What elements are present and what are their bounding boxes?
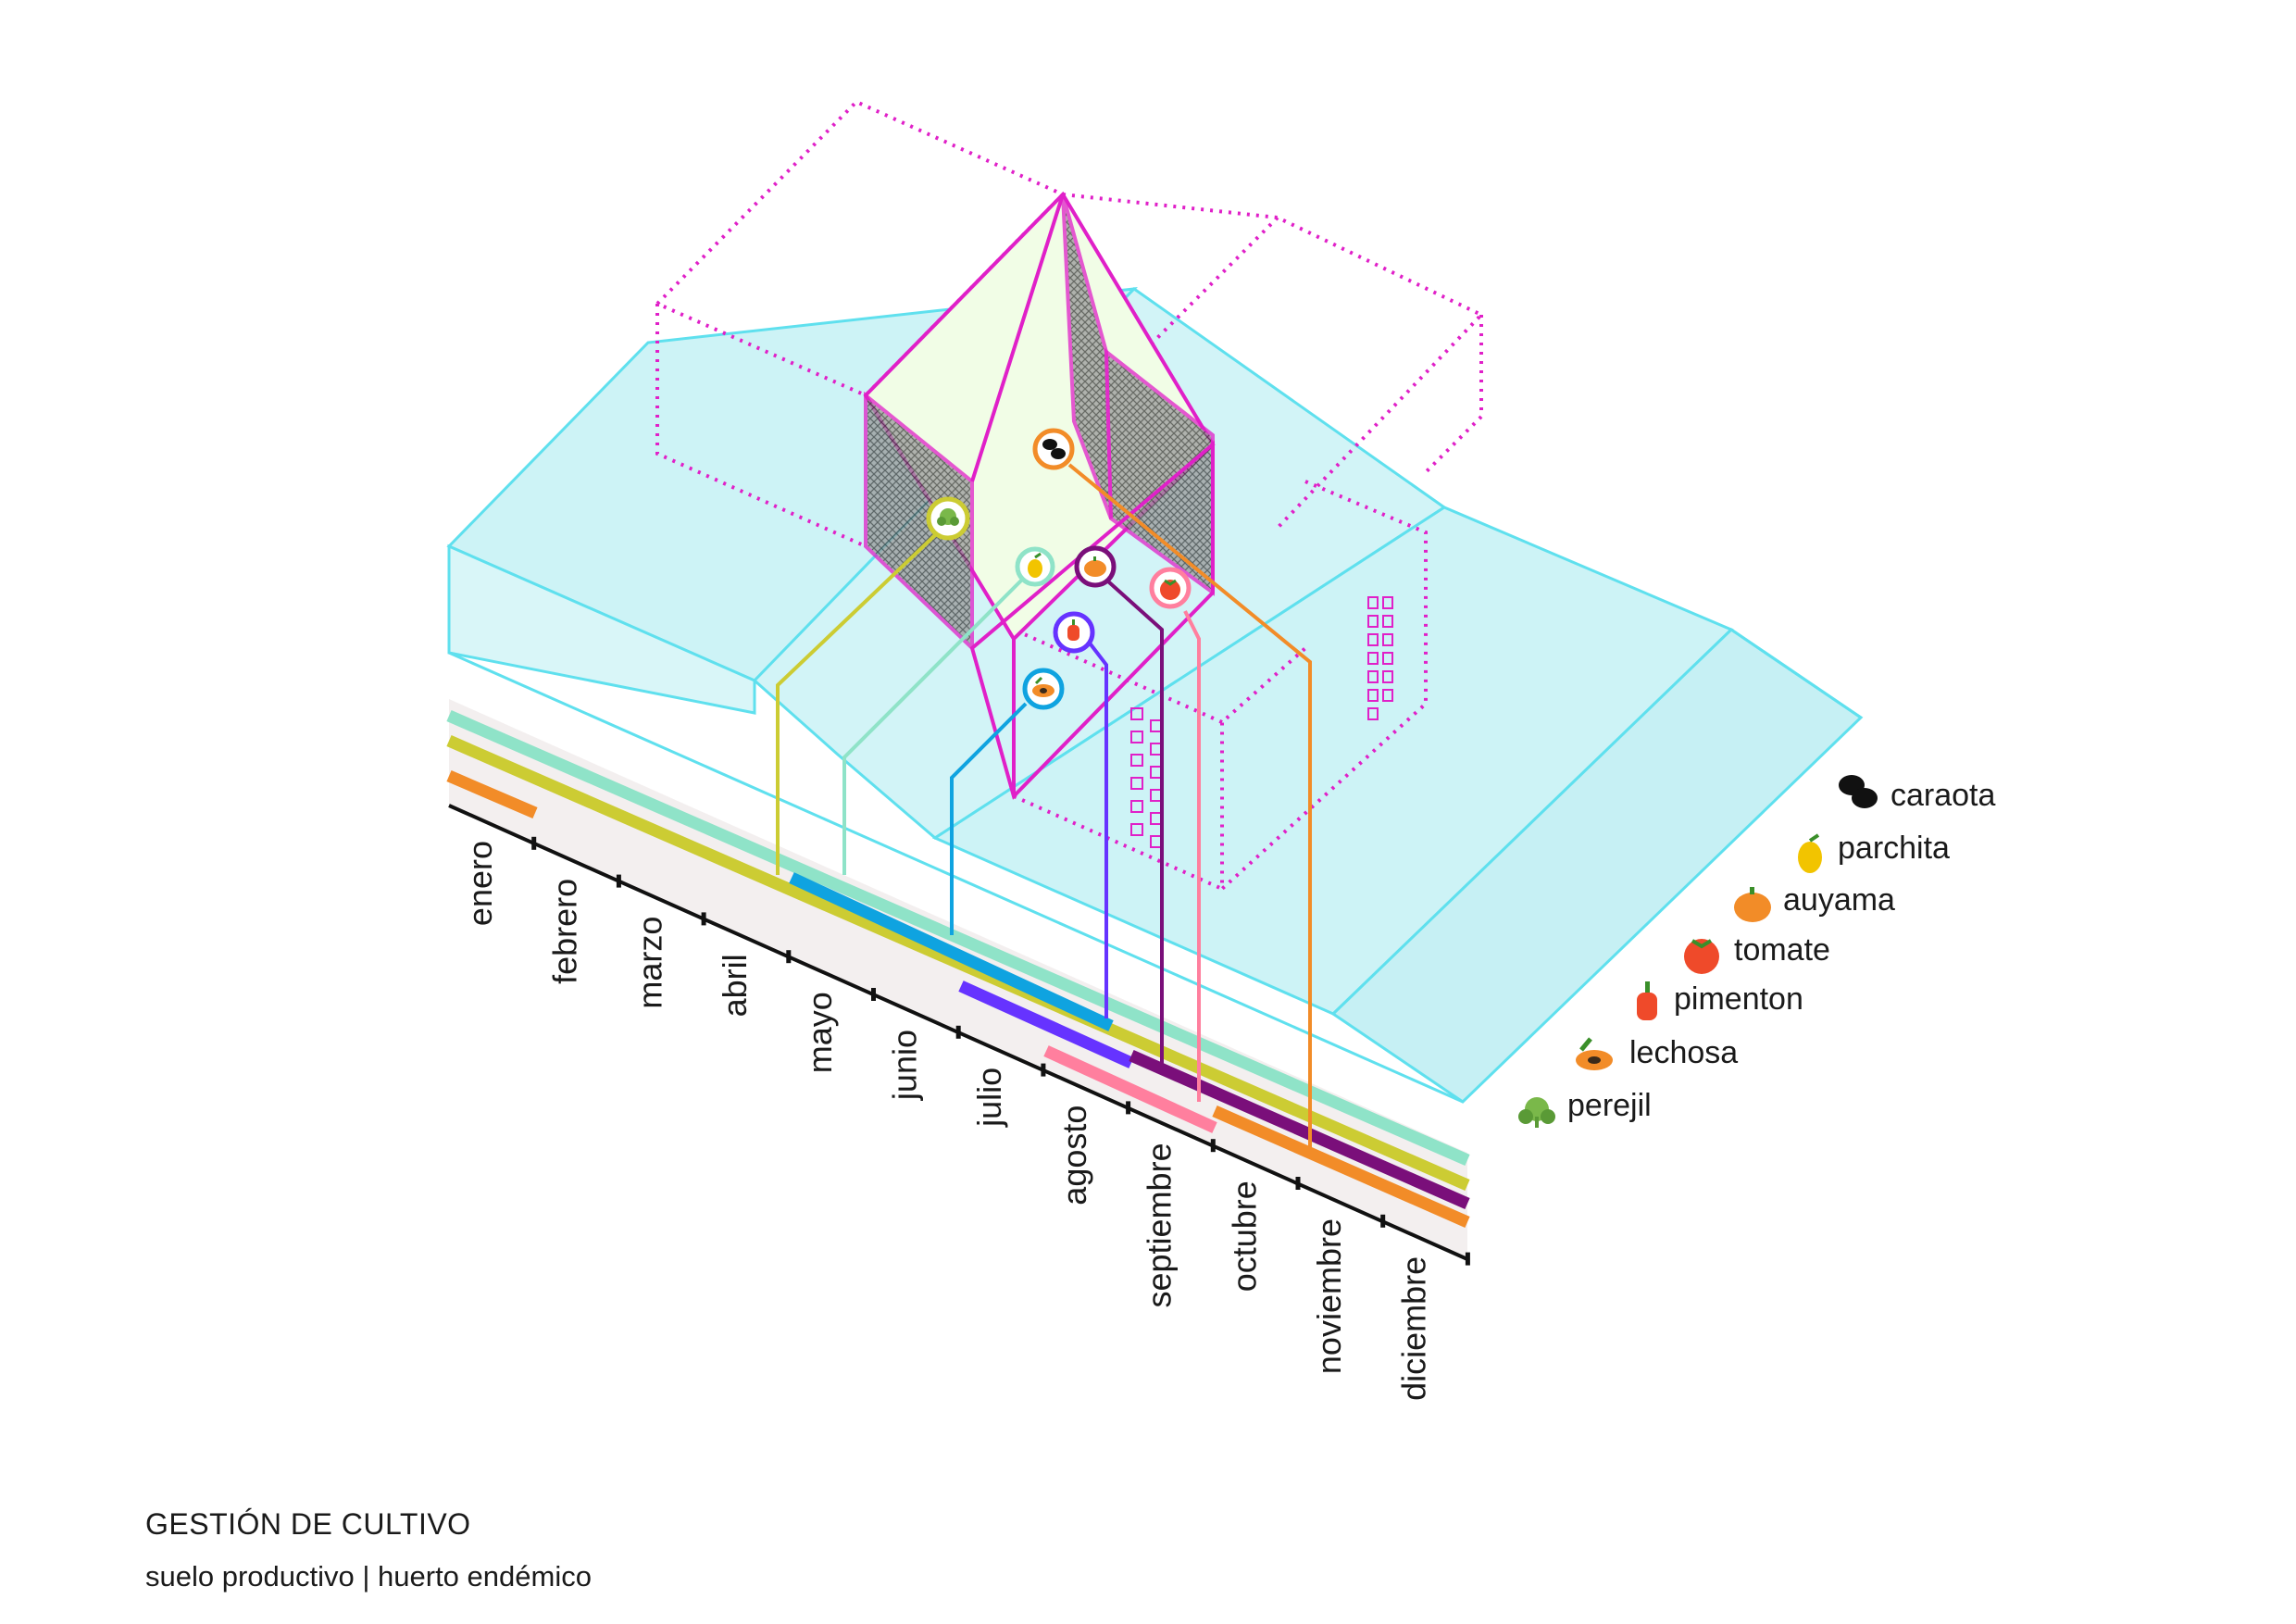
season-bar-auyama — [1129, 1050, 1470, 1209]
legend-item-tomate: tomate — [1684, 932, 1830, 974]
month-label-febrero: febrero — [546, 879, 584, 984]
leader-caraota — [1067, 463, 1312, 1151]
structure-edge — [970, 194, 1065, 482]
legend-label: pimenton — [1674, 981, 1803, 1017]
legend-item-pimenton: pimenton — [1637, 981, 1803, 1020]
leader-parchita — [842, 565, 1037, 875]
pumpkin-icon — [1084, 556, 1106, 577]
legend-label: lechosa — [1629, 1035, 1738, 1070]
season-bar-lechosa — [789, 872, 1114, 1031]
season-bar-parchita — [446, 710, 1470, 1166]
terrain-left-block-front — [447, 543, 756, 715]
marker-caraota[interactable] — [1032, 428, 1075, 470]
legend: caraota parchita auyama tomate pimenton … — [1518, 775, 1995, 1128]
legend-label: auyama — [1783, 882, 1895, 918]
tomato-icon — [1160, 579, 1180, 600]
legend-item-auyama: auyama — [1734, 882, 1895, 922]
terrain-ridge-line — [1730, 628, 1862, 719]
timeline-band — [449, 699, 1467, 1259]
marker-lechosa[interactable] — [1022, 668, 1065, 710]
season-bar-caraota-jan — [446, 770, 538, 818]
parsley-icon — [937, 508, 959, 526]
legend-label: parchita — [1838, 831, 1950, 866]
pumpkin-icon — [1734, 887, 1771, 922]
legend-label: perejil — [1567, 1088, 1652, 1123]
diagram-title: GESTIÓN DE CULTIVO — [145, 1507, 471, 1541]
legend-item-lechosa: lechosa — [1576, 1035, 1738, 1070]
diagram-subtitle: suelo productivo | huerto endémico — [145, 1560, 592, 1593]
leader-pimenton — [1086, 639, 1108, 1018]
month-ticks — [531, 836, 1470, 1266]
passionfruit-icon — [1028, 552, 1042, 578]
marker-auyama[interactable] — [1074, 545, 1117, 588]
marker-tomate[interactable] — [1149, 567, 1192, 609]
papaya-icon — [1032, 676, 1054, 697]
month-label-octubre: octubre — [1225, 1181, 1263, 1292]
season-bar-perejil — [446, 735, 1470, 1191]
timeline: enero febrero marzo abril mayo junio julio agos… — [448, 699, 1470, 1401]
season-bars — [446, 710, 1470, 1228]
papaya-icon — [1576, 1037, 1613, 1070]
month-label-enero: enero — [461, 841, 499, 926]
terrain-ridge-line — [448, 651, 1464, 1104]
month-label-agosto: agosto — [1055, 1106, 1093, 1206]
leader-auyama — [1106, 580, 1164, 1074]
legend-item-perejil: perejil — [1518, 1088, 1652, 1128]
month-label-mayo: mayo — [801, 992, 839, 1073]
legend-item-parchita: parchita — [1798, 831, 1950, 873]
leader-perejil — [776, 533, 937, 875]
marker-perejil[interactable] — [926, 496, 970, 541]
month-label-abril: abril — [716, 954, 754, 1017]
season-bar-pimenton — [958, 981, 1134, 1068]
crop-markers — [926, 428, 1192, 710]
month-label-junio: junio — [886, 1030, 924, 1101]
month-labels: enero febrero marzo abril mayo junio julio agos… — [461, 841, 1433, 1401]
leader-lines — [776, 463, 1312, 1151]
tomato-icon — [1684, 939, 1719, 974]
season-bar-caraota-oct — [1212, 1106, 1470, 1228]
passionfruit-icon — [1798, 833, 1822, 873]
leader-tomate — [1183, 610, 1201, 1102]
month-label-diciembre: diciembre — [1395, 1256, 1433, 1401]
parsley-icon — [1518, 1097, 1555, 1128]
pepper-icon — [1067, 619, 1079, 641]
legend-label: caraota — [1890, 778, 1995, 813]
marker-pimenton[interactable] — [1053, 611, 1095, 654]
pepper-icon — [1637, 981, 1657, 1020]
mesh-panel-front — [969, 440, 1215, 800]
month-label-septiembre: septiembre — [1141, 1143, 1179, 1307]
month-label-noviembre: noviembre — [1310, 1218, 1348, 1374]
legend-item-caraota: caraota — [1839, 775, 1995, 813]
legend-label: tomate — [1734, 932, 1830, 968]
marker-parchita[interactable] — [1015, 546, 1055, 587]
month-label-marzo: marzo — [630, 917, 668, 1009]
bean-icon — [1839, 775, 1878, 808]
bean-icon — [1042, 439, 1066, 459]
month-label-julio: julio — [970, 1068, 1008, 1128]
leader-lechosa — [950, 702, 1028, 935]
season-bar-tomate — [1043, 1045, 1217, 1133]
